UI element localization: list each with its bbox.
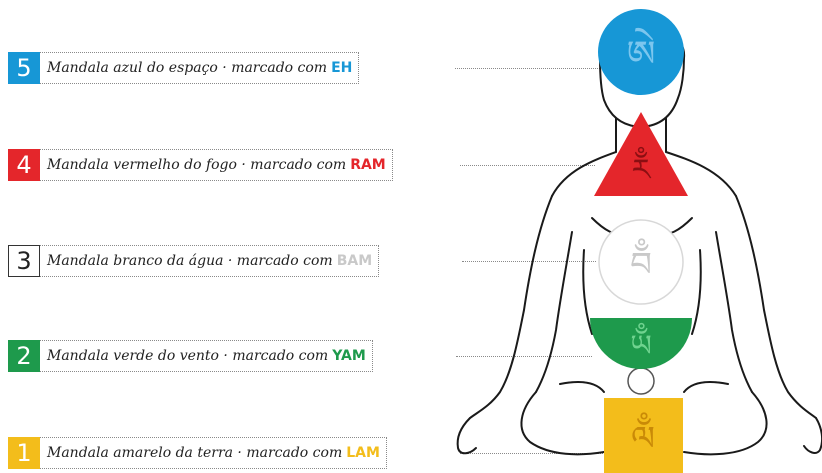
space-mandala-circle xyxy=(598,9,684,95)
number-badge-4: 4 xyxy=(8,149,40,181)
label-box-space: Mandala azul do espaço · marcado com EH xyxy=(40,52,360,84)
syllable-label-eh: EH xyxy=(331,60,353,76)
connector-line-earth xyxy=(460,453,605,454)
number-badge-3: 3 xyxy=(8,245,40,277)
syllable-lam-glyph: ལྃ xyxy=(631,412,655,459)
water-mandala-circle xyxy=(598,219,684,305)
label-text-water: Mandala branco da água · marcado com xyxy=(47,253,333,269)
label-box-wind: Mandala verde do vento · marcado com YAM xyxy=(40,340,373,372)
meditating-figure: ཨེ རྃ བྃ ཡྃ ལྃ xyxy=(456,9,822,473)
number-badge-1: 1 xyxy=(8,437,40,469)
syllable-ram-glyph: རྃ xyxy=(632,146,652,188)
label-row-earth: 1 Mandala amarelo da terra · marcado com… xyxy=(8,437,387,469)
syllable-label-ram: RAM xyxy=(350,157,386,173)
label-text-wind: Mandala verde do vento · marcado com xyxy=(47,348,329,364)
connector-line-water xyxy=(462,261,596,262)
number-badge-2: 2 xyxy=(8,340,40,372)
label-row-space: 5 Mandala azul do espaço · marcado com E… xyxy=(8,52,360,84)
label-row-water: 3 Mandala branco da água · marcado com B… xyxy=(8,245,380,277)
fire-mandala-triangle xyxy=(594,112,688,196)
connector-line-space xyxy=(455,68,600,69)
syllable-yam-glyph: ཡྃ xyxy=(630,322,652,364)
connector-line-fire xyxy=(460,165,595,166)
navel-circle xyxy=(627,367,655,395)
syllable-label-lam: LAM xyxy=(346,445,380,461)
syllable-bam-glyph: བྃ xyxy=(630,238,652,285)
number-badge-5: 5 xyxy=(8,52,40,84)
connector-line-wind xyxy=(456,356,592,357)
label-box-earth: Mandala amarelo da terra · marcado com L… xyxy=(40,437,387,469)
syllable-eh-glyph: ཨེ xyxy=(627,27,656,75)
wind-mandala-halfdisk xyxy=(590,318,692,369)
label-box-water: Mandala branco da água · marcado com BAM xyxy=(40,245,380,277)
label-row-fire: 4 Mandala vermelho do fogo · marcado com… xyxy=(8,149,393,181)
syllable-label-yam: YAM xyxy=(332,348,366,364)
label-text-space: Mandala azul do espaço · marcado com xyxy=(47,60,328,76)
label-row-wind: 2 Mandala verde do vento · marcado com Y… xyxy=(8,340,373,372)
label-text-earth: Mandala amarelo da terra · marcado com xyxy=(47,445,343,461)
label-text-fire: Mandala vermelho do fogo · marcado com xyxy=(47,157,347,173)
syllable-label-bam: BAM xyxy=(336,253,373,269)
label-box-fire: Mandala vermelho do fogo · marcado com R… xyxy=(40,149,393,181)
earth-mandala-square xyxy=(604,398,683,473)
